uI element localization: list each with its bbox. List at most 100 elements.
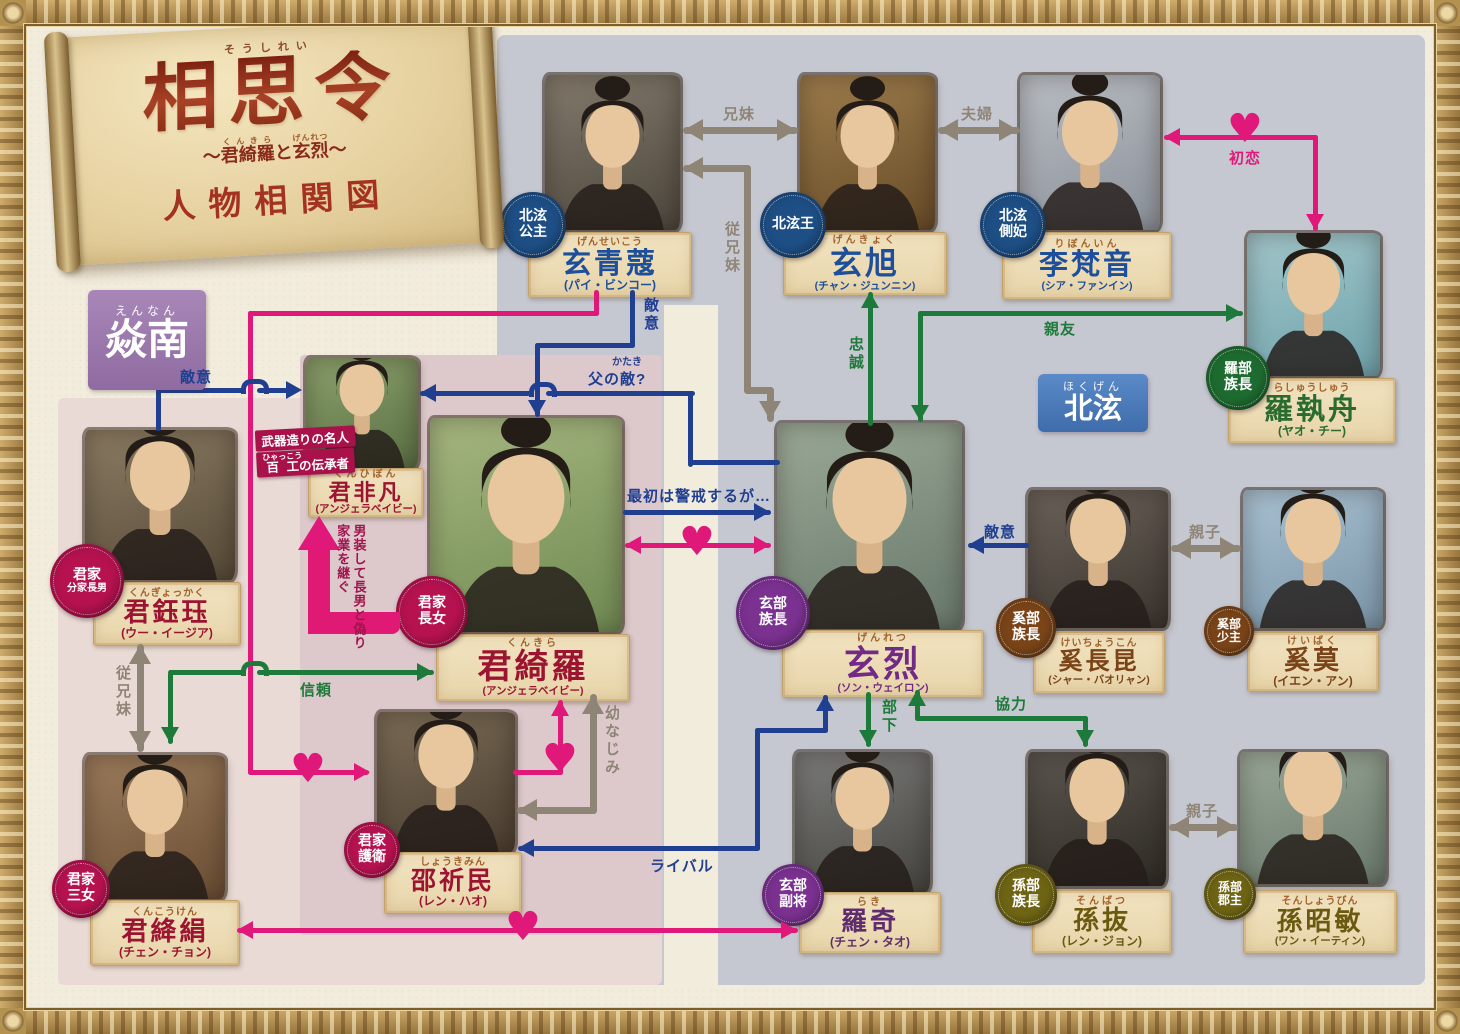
actor-kei-baku: (イエン・アン)	[1273, 673, 1353, 688]
edge-label-itoko-kun: 従兄妹	[114, 665, 131, 719]
name-shou-kimin: 邵祈民	[410, 867, 495, 895]
furigana-shou-kimin: しょうきみん	[420, 857, 486, 869]
edge-couple	[624, 542, 771, 548]
edge-shinrai	[256, 669, 434, 675]
name-son-shoubin: 孫昭敏	[1276, 906, 1364, 936]
furigana-ra-ki: らき	[857, 896, 883, 908]
portrait-kei-baku	[1243, 490, 1383, 628]
edge-label-rival: ライバル	[650, 858, 714, 875]
furigana-xuan-kyoku: げんきょく	[832, 235, 898, 247]
actor-kun-hibon: (アンジェラベイビー)	[315, 503, 417, 516]
region-label-hokugen: ほくげん 北泫	[1038, 374, 1148, 432]
actor-kei-choukon: (シャー・バオリャン)	[1048, 674, 1150, 687]
edge-shinyuu	[917, 310, 923, 422]
arrowhead	[1170, 816, 1189, 838]
edge-rival	[754, 727, 760, 851]
actor-son-batsu: (レン・ジョン)	[1062, 933, 1142, 948]
edge-label-oyako-kei: 親子	[1189, 524, 1222, 541]
frame-bottom	[0, 1008, 1460, 1034]
edge-fuufu	[937, 126, 1020, 134]
arrowhead	[551, 700, 569, 716]
edge-label-buka: 部下	[880, 699, 897, 735]
frame-corner-icon	[1434, 1008, 1460, 1034]
edge-label-chichi-no-kataki: 父の敵?	[588, 371, 647, 388]
edge-label-kyouryoku: 協力	[995, 696, 1028, 713]
edge-label-itoko-north: 従兄妹	[723, 221, 740, 275]
frame-corner-icon	[1434, 0, 1460, 26]
arrowhead	[911, 405, 929, 421]
edge-tekii-kei	[967, 542, 1029, 548]
badge-son-shoubin: 孫部郡主	[1204, 868, 1256, 920]
edge-label-keikai: 最初は警戒するが…	[627, 488, 772, 505]
edge-kouken-raki	[236, 927, 798, 933]
badge-kei-choukon: 奚部族長	[996, 598, 1056, 658]
edge-tekii-gyokkaku	[256, 387, 291, 393]
arrowhead	[1076, 730, 1094, 746]
arrowhead	[161, 727, 179, 743]
edge-tekii-qingkou	[534, 342, 540, 417]
portrait-shou-kimin	[377, 712, 515, 852]
furigana-kun-hibon: くんひぼん	[333, 469, 399, 481]
edge-label-tekii-qingkou: 敵意	[642, 297, 659, 333]
arrowhead	[420, 384, 436, 402]
portrait-gen-retsu	[777, 423, 962, 629]
edge-label-fuufu: 夫婦	[961, 106, 994, 123]
edge-chichi-no-kataki	[419, 390, 531, 396]
name-xuan-qingkou: 玄青蔻	[561, 247, 658, 280]
arrowhead	[528, 400, 546, 416]
frame-corner-icon	[0, 0, 26, 26]
edge-kimin-love	[557, 699, 563, 775]
line-hop	[241, 661, 269, 676]
heart-icon: ♥	[505, 904, 541, 950]
nameplate-kun-kouken: くんこうけん君絳絹(チェン・チョン)	[90, 900, 240, 966]
badge-xuan-kyoku: 北泫王	[760, 192, 826, 258]
name-son-batsu: 孫抜	[1072, 906, 1131, 936]
edge-label-ruby-chichi-no-kataki: かたき	[612, 357, 642, 368]
edge-keikai	[622, 509, 771, 515]
frame-right	[1434, 0, 1460, 1034]
edge-label-hatsukoi: 初恋	[1229, 150, 1262, 167]
arrowhead	[684, 119, 703, 141]
actor-shou-kimin: (レン・ハオ)	[419, 894, 487, 909]
portrait-son-batsu	[1028, 752, 1166, 886]
edge-itoko-kun	[136, 643, 144, 752]
line-hop	[529, 382, 557, 397]
arrowhead	[1164, 128, 1180, 146]
region-label-hokugen-text: 北泫	[1063, 393, 1122, 425]
edge-itoko-north	[743, 164, 751, 394]
actor-xuan-qingkou: (パイ・ビンコー)	[564, 278, 656, 293]
edge-label-keimai: 兄妹	[723, 106, 756, 123]
badge-kei-baku: 奚部少主	[1204, 606, 1254, 656]
edge-osananajimi	[516, 806, 597, 814]
arrowhead	[354, 763, 370, 781]
arrowhead	[417, 663, 433, 681]
edge-buka	[865, 691, 871, 747]
arrowhead	[999, 119, 1018, 141]
furigana-kei-baku: けいばく	[1287, 635, 1339, 647]
nameplate-ra-shushu: らしゅうしゅう羅執舟(ヤオ・チー)	[1228, 378, 1396, 444]
arrowhead	[237, 921, 253, 939]
portrait-ra-shushu	[1247, 233, 1380, 376]
edge-qingkou-love	[247, 310, 599, 316]
actor-son-shoubin: (ワン・イーティン)	[1274, 934, 1366, 947]
badge-shou-kimin: 君家護衛	[344, 822, 400, 878]
actor-kun-gyokkaku: (ウー・イージア)	[121, 625, 213, 640]
nameplate-kei-choukon: けいちょうこん奚長昆(シャー・バオリャン)	[1033, 632, 1165, 694]
name-gen-retsu: 玄烈	[843, 643, 922, 684]
actor-gen-retsu: (ソン・ウェイロン)	[837, 681, 929, 694]
edge-label-chuusei: 忠誠	[847, 336, 864, 372]
region-label-ennan-text: 焱南	[104, 318, 189, 364]
nameplate-gen-retsu: げんれつ玄烈(ソン・ウェイロン)	[782, 630, 984, 698]
region-label-hokugen-furigana: ほくげん	[1063, 381, 1123, 393]
edge-chichi-no-kataki	[545, 390, 695, 396]
edge-tekii-gyokkaku	[155, 389, 161, 431]
arrowhead	[684, 157, 703, 179]
frame-left	[0, 0, 26, 1034]
edge-kyouryoku	[914, 715, 1088, 721]
arrowhead	[129, 645, 151, 664]
badge-li-bonin: 北泫側妃	[980, 192, 1046, 258]
actor-kun-kouken: (チェン・チョン)	[119, 944, 211, 959]
portrait-xuan-kyoku	[800, 75, 935, 230]
badge-xuan-qingkou: 北泫公主	[500, 192, 566, 258]
